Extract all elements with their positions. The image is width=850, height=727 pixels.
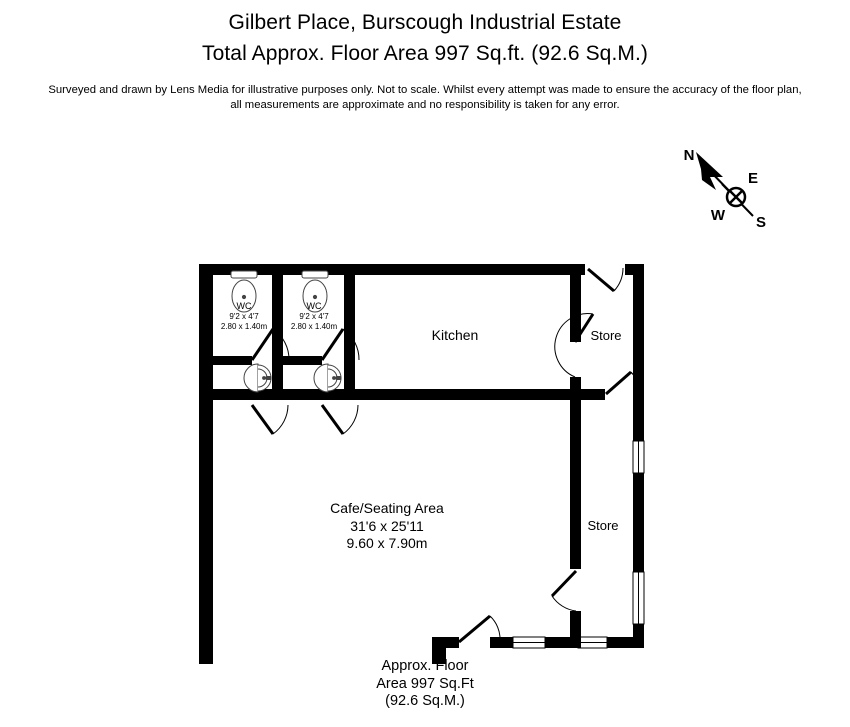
door-wc-left-cubicle [250, 328, 290, 361]
wall-internal-store-divider-mid [570, 377, 581, 569]
wall-east-seg-3 [633, 624, 644, 648]
door-wc-right-lobby [320, 404, 359, 435]
disclaimer: Surveyed and drawn by Lens Media for ill… [0, 83, 850, 113]
wall-south-store-right [607, 637, 644, 648]
door-cafe-exterior-south [458, 614, 501, 644]
toilet-left [230, 270, 258, 313]
compass-north-arrow [696, 152, 723, 190]
room-label-wc-right: WC [307, 301, 322, 311]
doors-group [250, 267, 641, 644]
window-east-lower [632, 571, 645, 625]
footer-area-summary: Approx. Floor Area 997 Sq.Ft (92.6 Sq.M.… [0, 658, 850, 711]
page-title: Gilbert Place, Burscough Industrial Esta… [228, 11, 622, 34]
room-label-cafe: Cafe/Seating Area [330, 500, 444, 516]
room-dim-imperial-wc-left: 9'2 x 4'7 [229, 312, 259, 321]
basin-left [243, 363, 272, 393]
compass-rose: N E W S [684, 147, 766, 231]
wall-east-seg-1 [633, 264, 644, 441]
door-wc-right-cubicle [320, 328, 360, 361]
compass-label-east: E [748, 170, 758, 187]
wall-internal-store-divider-lower [570, 611, 581, 648]
wall-south-store-left [490, 637, 513, 648]
room-dim-metric-cafe: 9.60 x 7.90m [347, 535, 428, 551]
compass-x-line-2 [729, 190, 743, 204]
wall-wc-lobby-right [283, 356, 322, 365]
room-label-store-top: Store [590, 328, 621, 343]
compass-label-north: N [684, 147, 695, 164]
window-southeast-left [512, 636, 546, 649]
wall-internal-store-divider-upper [570, 264, 581, 342]
wall-north-exterior [199, 264, 585, 275]
door-store-exterior-top [587, 267, 624, 293]
title-block: Gilbert Place, Burscough Industrial Esta… [0, 0, 850, 70]
room-dim-metric-wc-left: 2.80 x 1.40m [221, 322, 268, 331]
wall-wc-lobby-left [213, 356, 252, 365]
footer-line-2: Area 997 Sq.Ft [376, 675, 474, 692]
room-dim-imperial-wc-right: 9'2 x 4'7 [299, 312, 329, 321]
compass-label-west: W [711, 207, 726, 224]
fixtures-group [230, 270, 342, 393]
window-southeast-right [577, 636, 608, 649]
page-subtitle: Total Approx. Floor Area 997 Sq.ft. (92.… [201, 42, 649, 65]
footer-line-3: (92.6 Sq.M.) [385, 693, 465, 709]
compass-label-south: S [756, 214, 766, 231]
toilet-right [301, 270, 329, 313]
door-cafe-to-store-right [550, 569, 578, 612]
wall-internal-store-top-divider [581, 389, 605, 400]
footer-line-1: Approx. Floor [381, 658, 469, 674]
room-label-kitchen: Kitchen [432, 327, 479, 343]
door-wc-left-lobby [250, 404, 289, 435]
room-dim-metric-wc-right: 2.80 x 1.40m [291, 322, 338, 331]
wall-west-exterior [199, 264, 213, 638]
door-kitchen-to-store [554, 313, 595, 378]
window-east-upper [632, 440, 645, 474]
room-label-wc-left: WC [237, 301, 252, 311]
basin-right [313, 363, 342, 393]
room-label-store-right: Store [587, 518, 618, 533]
disclaimer-line-1: Surveyed and drawn by Lens Media for ill… [48, 84, 802, 96]
wall-wc-divider-2 [344, 264, 355, 400]
floor-plan-svg: WC 9'2 x 4'7 2.80 x 1.40m WC 9'2 x 4'7 2… [199, 147, 766, 727]
room-dim-imperial-cafe: 31'6 x 25'11 [350, 518, 424, 534]
wall-south-store-mid [545, 637, 578, 648]
door-store-top-to-store-right [605, 370, 641, 396]
wall-internal-kitchen-bottom [213, 389, 581, 400]
floor-plan-drawing: WC 9'2 x 4'7 2.80 x 1.40m WC 9'2 x 4'7 2… [0, 124, 850, 727]
wall-internal-store-top-divider-right [633, 389, 644, 400]
room-labels-group: WC 9'2 x 4'7 2.80 x 1.40m WC 9'2 x 4'7 2… [221, 301, 622, 551]
wall-east-seg-2 [633, 473, 644, 572]
disclaimer-line-2: all measurements are approximate and no … [230, 99, 620, 111]
